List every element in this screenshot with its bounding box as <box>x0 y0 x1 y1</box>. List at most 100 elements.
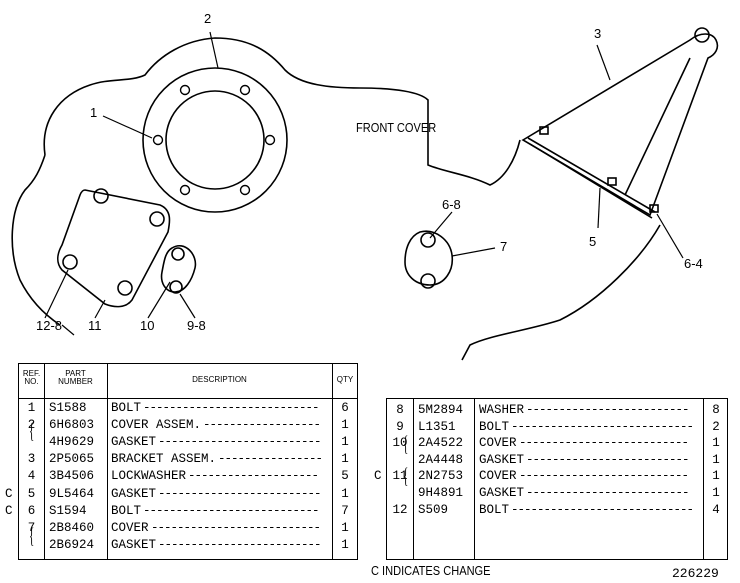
header-qty: QTY <box>336 375 354 384</box>
row-desc: GASKET <box>479 452 525 467</box>
change-marker: C <box>5 503 13 518</box>
row-qty: 4 <box>712 502 720 517</box>
row-ref: 6 <box>27 503 36 518</box>
header-part-number: PART NUMBER <box>58 369 93 387</box>
row-desc: BOLT <box>479 502 510 517</box>
row-desc: COVER <box>479 469 517 484</box>
row-qty: 6 <box>341 401 349 415</box>
row-ref: 12 <box>392 502 408 517</box>
row-desc: GASKET <box>479 486 525 500</box>
front-cover-label: FRONT COVER <box>356 120 437 135</box>
group-brace-11: { <box>403 463 409 488</box>
row-part: 6H6803 <box>49 418 95 433</box>
row-qty: 1 <box>712 486 720 500</box>
row-part: 2A4448 <box>418 452 464 467</box>
callout-6-8: 6-8 <box>442 197 461 212</box>
row-desc: GASKET <box>111 486 157 501</box>
callout-11: 11 <box>88 318 102 333</box>
change-legend: C INDICATES CHANGE <box>371 563 491 578</box>
row-ref: 5 <box>27 486 36 501</box>
row-leader: --------------------------- <box>143 503 320 518</box>
row-part: 5M2894 <box>418 403 464 417</box>
row-part: 2N2753 <box>418 469 464 484</box>
row-qty: 1 <box>341 435 349 450</box>
row-ref: 1 <box>27 401 36 415</box>
row-leader: -------------------- <box>188 469 319 484</box>
row-qty: 1 <box>712 436 720 451</box>
row-leader: ---------------- <box>218 452 323 467</box>
row-desc: LOCKWASHER <box>111 469 187 484</box>
row-part: 2P5065 <box>49 452 95 467</box>
row-ref: 3 <box>27 452 36 467</box>
bracket <box>521 33 719 217</box>
callout-6-4: 6-4 <box>684 256 703 271</box>
callout-12-8: 12-8 <box>36 318 63 333</box>
row-leader: ---------------------------- <box>511 419 694 434</box>
group-brace-10: { <box>403 431 409 456</box>
row-desc: GASKET <box>111 537 157 552</box>
callout-10: 10 <box>140 318 155 333</box>
row-part: 9H4891 <box>418 486 464 500</box>
row-leader: ------------------------- <box>526 403 690 417</box>
row-qty: 7 <box>341 503 349 518</box>
row-desc: BOLT <box>111 503 142 518</box>
row-part: 2B8460 <box>49 520 95 535</box>
row-desc: GASKET <box>111 435 157 450</box>
row-desc: COVER <box>111 520 149 535</box>
row-part: 2A4522 <box>418 436 464 451</box>
callout-3: 3 <box>594 26 602 41</box>
callout-1: 1 <box>90 105 98 120</box>
bearing-ring-inner <box>165 90 265 190</box>
row-qty: 1 <box>341 537 349 552</box>
row-qty: 1 <box>341 520 349 535</box>
row-part: S509 <box>418 502 449 517</box>
group-brace-2: { <box>29 418 35 443</box>
row-leader: ------------------------- <box>526 452 690 467</box>
row-qty: 1 <box>341 418 349 433</box>
row-qty: 8 <box>712 403 720 417</box>
row-qty: 1 <box>712 452 720 467</box>
cover-7 <box>404 230 454 286</box>
row-ref: 10 <box>392 436 408 451</box>
row-qty: 5 <box>341 469 349 484</box>
row-leader: ------------------------- <box>158 486 322 501</box>
callout-5: 5 <box>589 234 597 249</box>
row-leader: ------------------------- <box>158 537 322 552</box>
row-qty: 1 <box>712 469 720 484</box>
row-desc: WASHER <box>479 403 525 417</box>
parts-table-right: 8 5M2894 WASHER 8 ------------------------- 9… <box>386 398 728 560</box>
row-ref: 9 <box>396 419 404 434</box>
drawing-number: 226229 <box>672 566 719 581</box>
header-description: DESCRIPTION <box>192 375 247 384</box>
square-cover <box>57 189 171 308</box>
change-marker: C <box>5 486 13 501</box>
row-part: S1594 <box>49 503 87 518</box>
row-desc: BOLT <box>479 419 510 434</box>
change-marker: C <box>374 469 382 484</box>
header-ref-no: REF. NO. <box>22 369 41 387</box>
row-part: 9L5464 <box>49 486 95 501</box>
row-leader: -------------------------- <box>519 436 689 451</box>
row-part: 4H9629 <box>49 435 95 450</box>
row-desc: COVER <box>479 436 517 451</box>
row-part: L1351 <box>418 419 456 434</box>
row-part: S1588 <box>49 401 87 415</box>
row-desc: BOLT <box>111 401 142 415</box>
group-brace-7: { <box>29 523 35 548</box>
row-leader: ------------------------- <box>526 486 690 500</box>
cover-outline-right <box>461 224 661 361</box>
small-cover-10 <box>160 245 197 293</box>
row-ref: 8 <box>396 403 404 417</box>
row-qty: 2 <box>712 419 720 434</box>
row-leader: --------------------------- <box>143 401 320 415</box>
row-leader: ---------------------------- <box>511 502 694 517</box>
row-leader: ------------------------- <box>158 435 322 450</box>
row-part: 3B4506 <box>49 469 95 484</box>
row-qty: 1 <box>341 452 349 467</box>
housing-outline <box>43 37 521 186</box>
row-ref: 4 <box>27 469 36 484</box>
row-ref: 2 <box>27 418 36 433</box>
row-part: 2B6924 <box>49 537 95 552</box>
row-ref: 7 <box>27 520 36 535</box>
